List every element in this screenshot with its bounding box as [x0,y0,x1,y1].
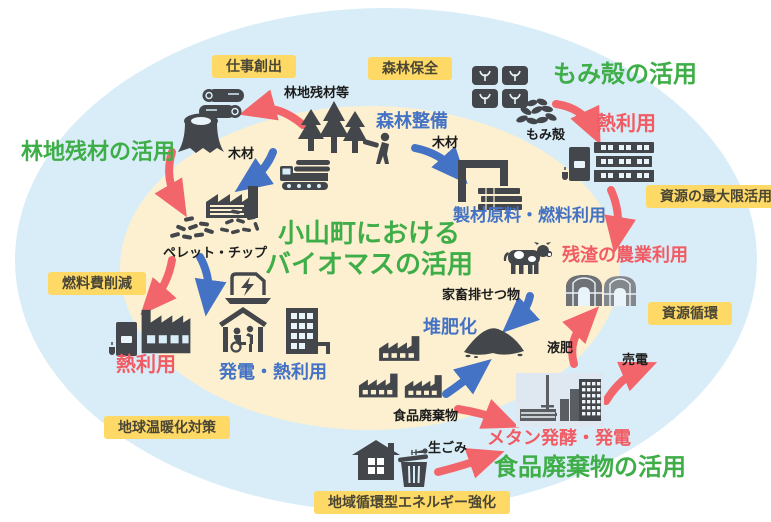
label-food-waste: 食品廃棄物 [393,408,459,423]
label-wood-right: 木材 [432,135,459,150]
arrow-plant-to-sell-power [602,361,658,405]
badge-job-creation: 仕事創出 [212,55,296,78]
arrow-foodwaste-to-methane-plant [454,399,520,429]
arrow-boiler-to-residue [604,186,636,254]
trees-icon [298,101,367,153]
badge-forest-conservation: 森林保全 [368,57,452,80]
compost-pile-icon [464,328,524,358]
house-icon [352,440,400,480]
main-title: 小山町における バイオマスの活用 [238,218,500,280]
arrow-trees-to-logs [239,89,307,129]
trash-can-icon [398,448,428,487]
badge-global-warming: 地球温暖化対策 [104,416,230,439]
arrow-factory-to-compost [442,359,492,398]
label-methane-fermentation: メタン発酵・発電 [487,428,631,448]
arrow-wood-to-sawmill [411,144,468,185]
main-title-line1: 小山町における [277,218,460,248]
lumberjack-icon [362,132,390,164]
label-raw-garbage: 生ごみ [428,440,468,455]
arrow-garbage-to-methane [434,448,505,479]
arrow-pellets-to-power-heat [194,253,227,317]
label-livestock-manure: 家畜排せつ物 [442,287,521,302]
label-residue-agriculture: 残渣の農業利用 [562,245,688,265]
arrow-liquid-fertilizer-to-greenhouse [562,306,600,368]
wood-chips-icon [170,216,214,240]
forwarder-icon [280,160,330,190]
label-liquid-fertilizer: 液肥 [547,340,574,355]
label-sell-power: 売電 [622,352,649,367]
cow-icon [503,242,552,274]
factory-icon [358,373,398,398]
label-forest-maintenance: 森林整備 [376,111,448,131]
stump-icon [178,113,224,153]
arrow-wood-to-pellet-factory [234,148,277,193]
label-pellet-chip: ペレット・チップ [163,245,268,260]
label-lumber-fuel-use: 製材原料・燃料利用 [453,206,606,225]
label-forest-residue-etc: 林地残材等 [284,85,350,100]
rice-field-icon [472,66,528,108]
label-heat-use-right: 熱利用 [596,113,656,135]
main-title-line2: バイオマスの活用 [264,249,473,279]
arrow-husks-to-boiler [552,100,601,145]
badge-fuel-cost-reduction: 燃料費削減 [48,272,146,295]
title-forest-residue-use: 林地残材の活用 [21,139,176,164]
label-composting: 堆肥化 [423,317,477,337]
rice-husks-icon [516,98,557,125]
heat-factory-icon [141,309,191,354]
welfare-house-icon [219,307,267,353]
greenhouse-icon [566,275,636,306]
apartment-icon [594,142,654,182]
badge-regional-energy: 地域循環型エネルギー強化 [314,491,510,514]
arrow-manure-to-compost [502,292,540,333]
badge-max-resource-use: 資源の最大限活用 [646,185,771,208]
title-food-waste-use: 食品廃棄物の活用 [494,454,686,481]
arrow-stump-to-pellets [154,148,187,218]
label-heat-use-left: 熱利用 [116,354,176,376]
office-building-icon [286,308,330,354]
power-device-icon [225,272,271,304]
label-power-heat-use: 発電・熱利用 [219,362,327,382]
methane-plant-icon [516,373,604,427]
factory-icon [379,336,420,361]
factory-icon [404,375,442,398]
boiler-icon [109,322,137,356]
boiler-icon [562,147,590,181]
arrow-pellets-to-heat-plant [140,256,177,316]
pellets-icon [220,207,260,235]
label-wood-left: 木材 [228,146,255,161]
badge-resource-cycle: 資源循環 [648,302,732,325]
label-rice-husk: もみ殻 [526,127,566,142]
title-rice-husk-use: もみ殻の活用 [553,61,697,88]
